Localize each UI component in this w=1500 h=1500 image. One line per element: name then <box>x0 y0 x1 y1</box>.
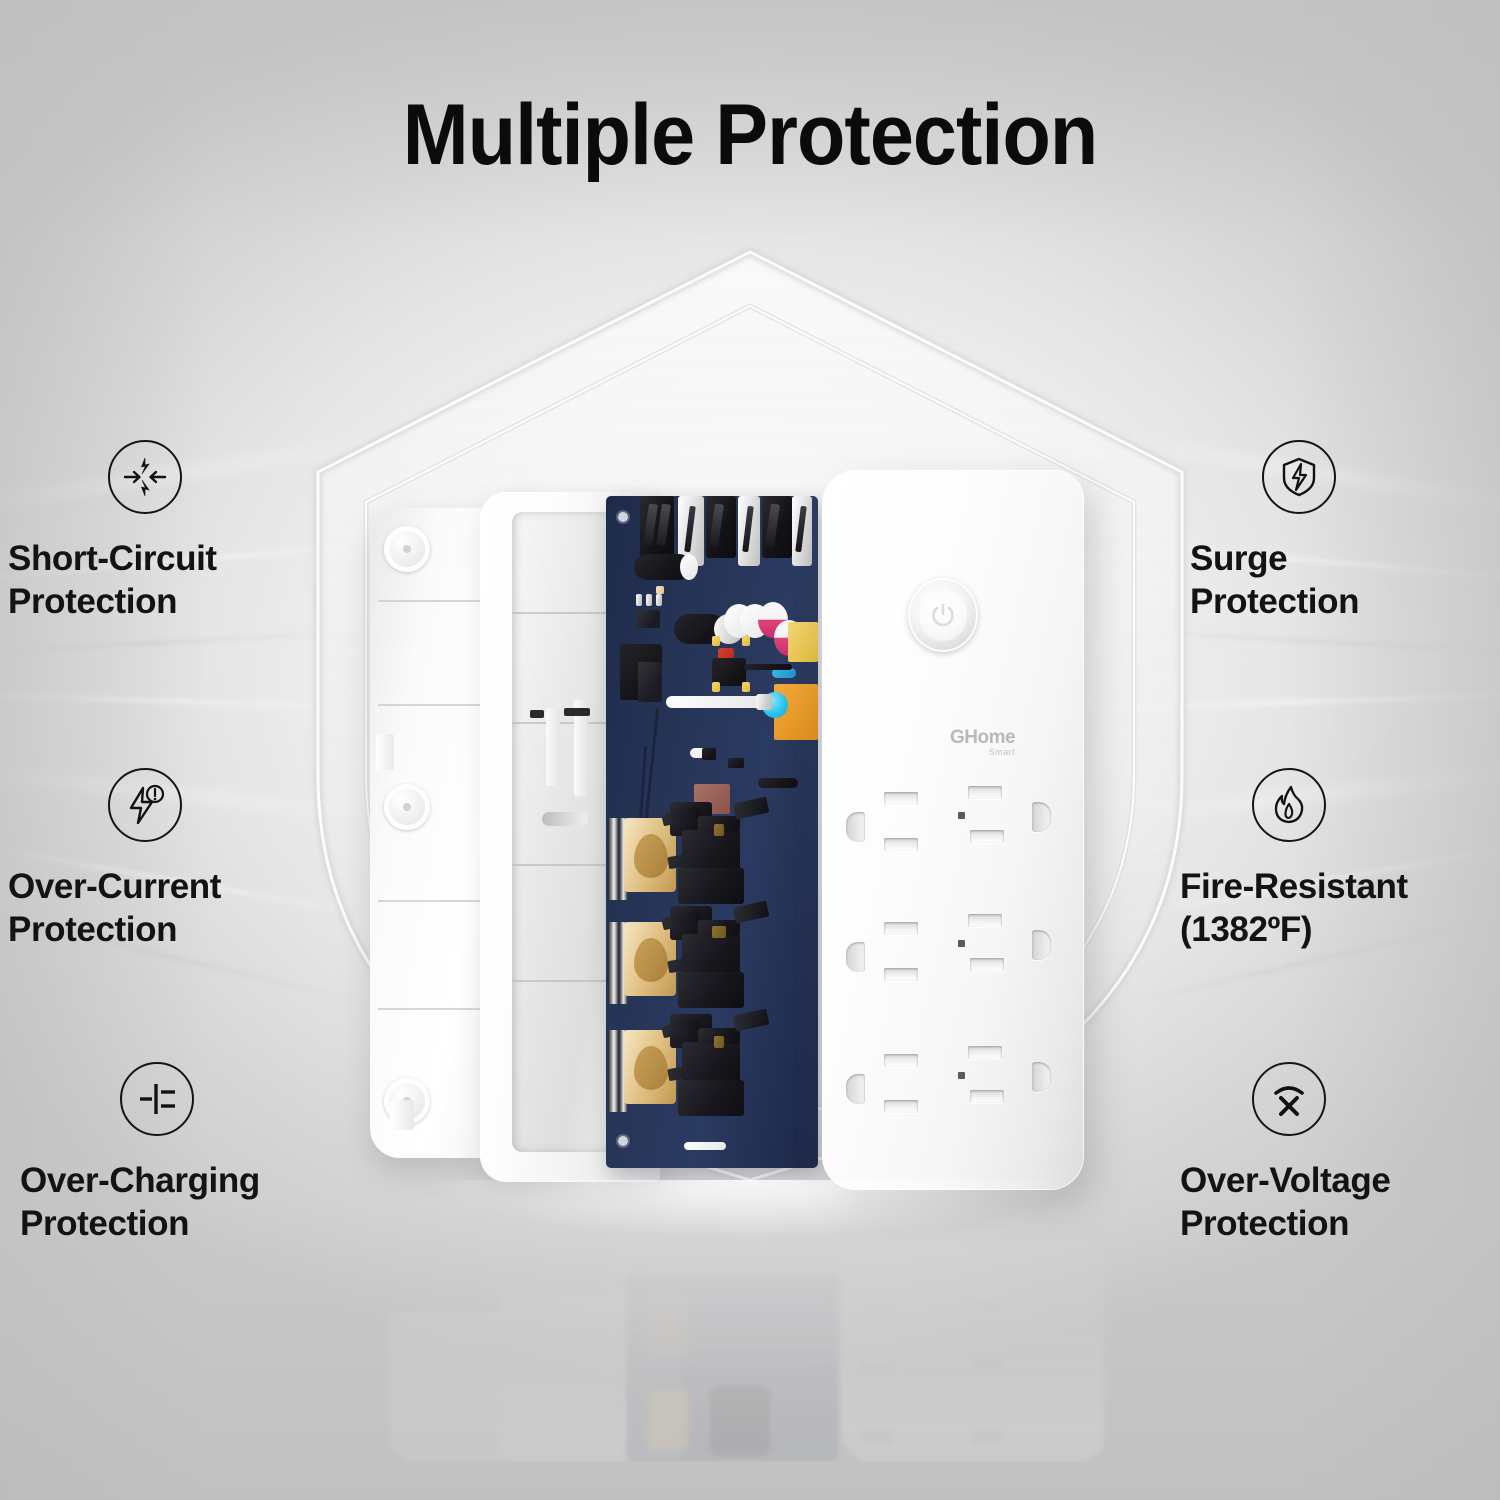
outlet-socket[interactable] <box>840 918 944 1034</box>
feature-label: Over-Voltage Protection <box>1180 1160 1500 1245</box>
over-voltage-icon <box>1252 1062 1326 1136</box>
feature-label-line1: Surge <box>1190 539 1288 578</box>
feature-label-line2: Protection <box>20 1203 190 1243</box>
page-title: Multiple Protection <box>402 87 1099 183</box>
brand-logo: GHome Smart <box>950 727 1016 757</box>
contact-module <box>606 1008 816 1140</box>
feature-short-circuit: Short-Circuit Protection <box>8 440 338 623</box>
feature-label-line2: Protection <box>1180 1203 1350 1243</box>
brand-name: GHome <box>950 727 1016 748</box>
over-current-icon <box>108 768 182 842</box>
feature-label: Over-Charging Protection <box>20 1160 350 1245</box>
feature-label-line1: Over-Voltage <box>1180 1161 1391 1200</box>
power-button[interactable] <box>908 578 978 652</box>
product-exploded-view: GHome Smart <box>360 470 1120 1230</box>
feature-label-line2: (1382ºF) <box>1180 909 1313 949</box>
feature-label: Over-Current Protection <box>8 866 338 951</box>
feature-fire-resistant: Fire-Resistant (1382ºF) <box>1180 768 1500 951</box>
outlet-grid <box>840 786 1068 1170</box>
brand-subtitle: Smart <box>988 747 1016 757</box>
feature-label: Surge Protection <box>1190 538 1500 623</box>
outlet-socket[interactable] <box>840 1050 944 1166</box>
feature-over-charging: Over-Charging Protection <box>20 1062 350 1245</box>
product-circuit-board <box>606 496 818 1168</box>
feature-label-line1: Fire-Resistant <box>1180 867 1408 906</box>
outlet-socket[interactable] <box>840 788 944 904</box>
contact-module <box>606 900 816 1032</box>
feature-over-current: Over-Current Protection <box>8 768 338 951</box>
over-charging-icon <box>120 1062 194 1136</box>
outlet-socket[interactable] <box>950 910 1054 1026</box>
feature-surge: Surge Protection <box>1190 440 1500 623</box>
feature-over-voltage: Over-Voltage Protection <box>1180 1062 1500 1245</box>
feature-label-line2: Protection <box>8 909 178 949</box>
outlet-socket[interactable] <box>950 1042 1054 1158</box>
shield-bolt-icon <box>1262 440 1336 514</box>
feature-label-line1: Short-Circuit <box>8 539 217 578</box>
contact-module <box>606 796 816 928</box>
outlet-socket[interactable] <box>950 782 1054 898</box>
power-button-inner <box>919 589 967 641</box>
feature-label-line1: Over-Charging <box>20 1161 260 1200</box>
flame-icon <box>1252 768 1326 842</box>
feature-label: Short-Circuit Protection <box>8 538 338 623</box>
feature-label-line2: Protection <box>1190 581 1360 621</box>
feature-label: Fire-Resistant (1382ºF) <box>1180 866 1500 951</box>
feature-label-line2: Protection <box>8 581 178 621</box>
short-circuit-icon <box>108 440 182 514</box>
feature-label-line1: Over-Current <box>8 867 222 906</box>
product-faceplate: GHome Smart <box>822 470 1084 1190</box>
power-symbol-icon <box>932 603 954 627</box>
